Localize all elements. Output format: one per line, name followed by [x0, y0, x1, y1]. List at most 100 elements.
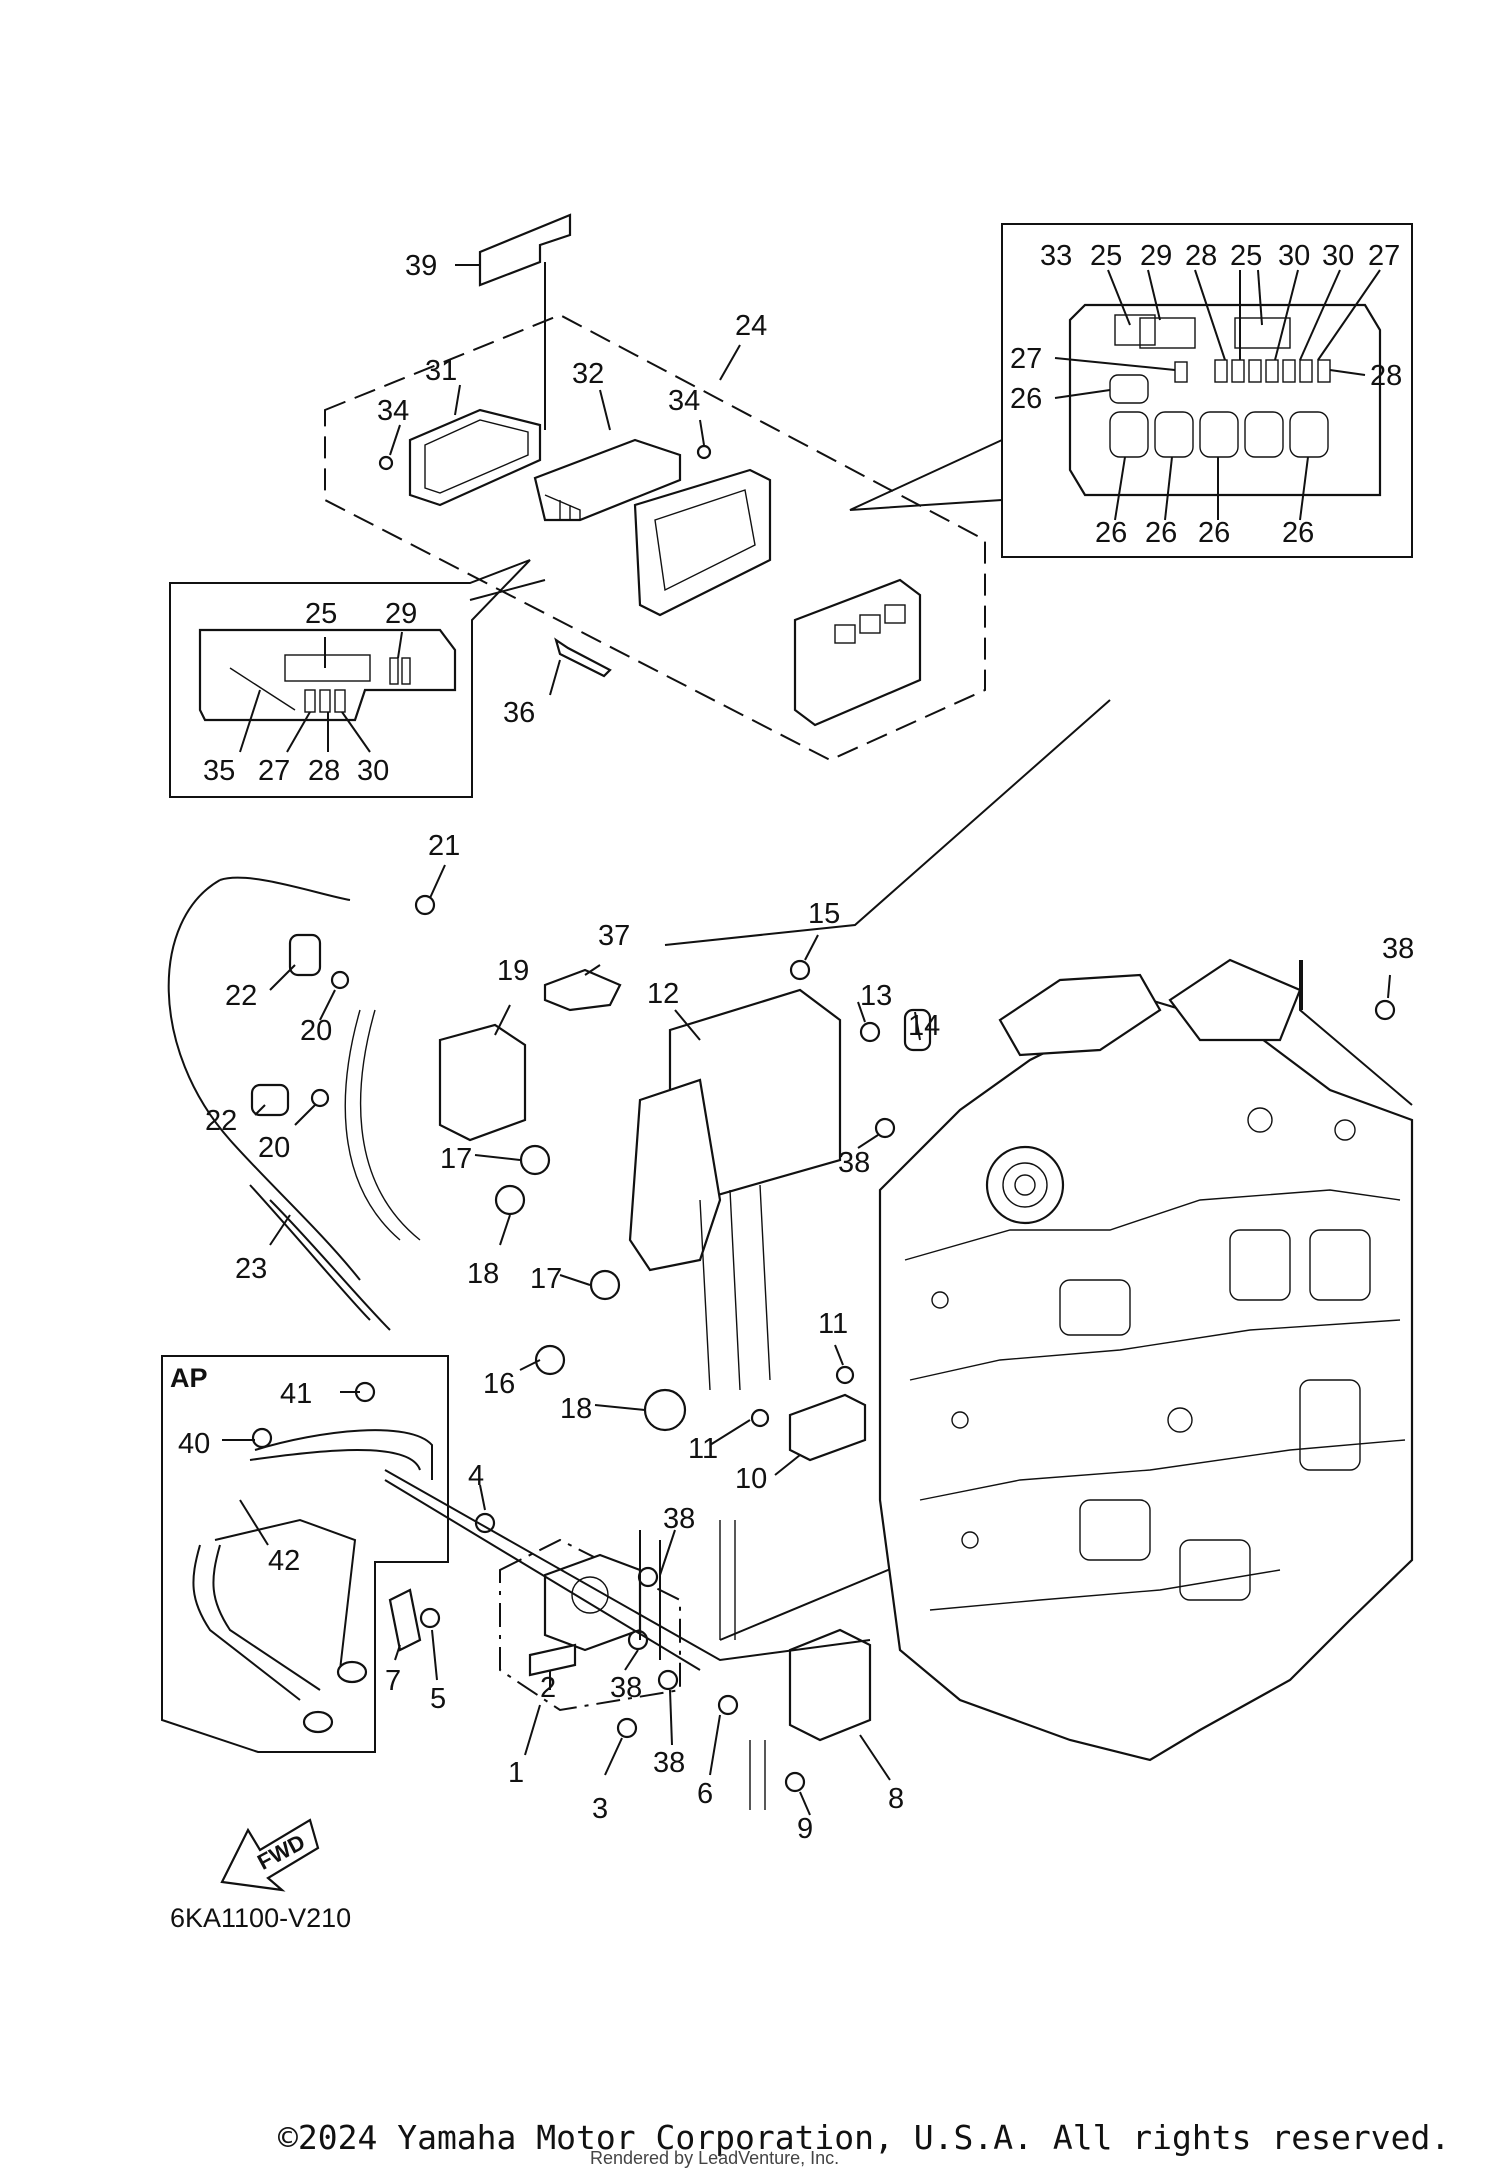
bolt-5: [419, 1607, 441, 1629]
terminal-ring-a: [336, 1660, 368, 1684]
callout-22a: 22: [225, 980, 257, 1012]
callout-27c: 27: [1010, 343, 1042, 375]
callout-18a: 18: [467, 1258, 499, 1290]
callout-17b: 17: [530, 1263, 562, 1295]
bolt-9: [784, 1771, 806, 1793]
callout-20a: 20: [300, 1015, 332, 1047]
callout-24: 24: [735, 310, 767, 342]
callout-7: 7: [385, 1665, 401, 1697]
callout-23: 23: [235, 1253, 267, 1285]
starter-relay-area: [384, 1469, 963, 1816]
right-detail-inset: [849, 223, 1413, 558]
callout-31: 31: [425, 355, 457, 387]
bolt-20b: [310, 1088, 330, 1108]
bolt-21: [414, 894, 436, 916]
bolt-38b: [874, 1117, 896, 1139]
callout-38c: 38: [663, 1503, 695, 1535]
callout-9: 9: [797, 1813, 813, 1845]
bolt-20a: [330, 970, 350, 990]
engine-block: [878, 958, 1414, 1762]
bolt-15: [789, 959, 811, 981]
bolt-40: [251, 1427, 273, 1449]
callout-35: 35: [203, 755, 235, 787]
callout-29a: 29: [385, 598, 417, 630]
bolt-38e: [657, 1669, 679, 1691]
callout-19: 19: [497, 955, 529, 987]
connector-part-22b: [250, 1083, 290, 1117]
callout-26c: 26: [1145, 517, 1177, 549]
callout-34b: 34: [668, 385, 700, 417]
callout-34a: 34: [377, 395, 409, 427]
callout-32: 32: [572, 358, 604, 390]
callout-3: 3: [592, 1793, 608, 1825]
callout-11b: 11: [688, 1433, 718, 1465]
clip-16: [534, 1344, 566, 1376]
left-detail-inset: [169, 559, 531, 798]
fuse-holder-7: [388, 1588, 422, 1652]
relay-part-8: [788, 1628, 872, 1742]
inset-board: [198, 628, 457, 722]
callout-40: 40: [178, 1428, 210, 1460]
callout-42: 42: [268, 1545, 300, 1577]
connector-part-22a: [288, 933, 322, 977]
clip-17b: [589, 1269, 621, 1301]
screw-36: [554, 637, 612, 678]
fwd-arrow-icon: FWD: [220, 1818, 320, 1892]
terminal-block-part-19: [438, 1023, 527, 1142]
bolt-11b: [750, 1408, 770, 1428]
callout-30b: 30: [1278, 240, 1310, 272]
callout-6: 6: [697, 1778, 713, 1810]
screw-34b: [696, 444, 712, 460]
callout-numbers: 39 24 31 32 34 34 36 25 29 35 27 28 30 3…: [178, 240, 1414, 1845]
callout-25a: 25: [305, 598, 337, 630]
callout-5: 5: [430, 1683, 446, 1715]
callout-10: 10: [735, 1463, 767, 1495]
grommet-13: [859, 1021, 881, 1043]
bracket-part-10: [788, 1393, 867, 1462]
callout-38e: 38: [653, 1747, 685, 1779]
wiring-harness-area: [167, 699, 1413, 1476]
inset-fuse-panel: [1068, 303, 1382, 497]
clip-18a: [494, 1184, 526, 1216]
callout-38d: 38: [610, 1672, 642, 1704]
callout-18b: 18: [560, 1393, 592, 1425]
callout-25b: 25: [1090, 240, 1122, 272]
callout-37: 37: [598, 920, 630, 952]
callout-38a: 38: [1382, 933, 1414, 965]
ecu-part-32: [533, 438, 682, 522]
ecm-assembly-group: [324, 213, 986, 762]
callout-39: 39: [405, 250, 437, 282]
callout-12: 12: [647, 978, 679, 1010]
callout-28c: 28: [1370, 360, 1402, 392]
bolt-11a: [835, 1365, 855, 1385]
label-sticker-part-39: [478, 213, 572, 287]
callout-17a: 17: [440, 1143, 472, 1175]
callout-22b: 22: [205, 1105, 237, 1137]
callout-16: 16: [483, 1368, 515, 1400]
grommet-part-37: [543, 968, 622, 1012]
cover-part-31: [408, 408, 542, 507]
callout-21: 21: [428, 830, 460, 862]
bolt-4: [474, 1512, 496, 1534]
callout-13: 13: [860, 980, 892, 1012]
callout-33: 33: [1040, 240, 1072, 272]
copyright-notice: ©2024 Yamaha Motor Corporation, U.S.A. A…: [278, 2118, 1451, 2157]
callout-36: 36: [503, 697, 535, 729]
bolt-3: [616, 1717, 638, 1739]
terminal-ring-b: [302, 1710, 334, 1734]
bolt-6: [717, 1694, 739, 1716]
callout-14: 14: [908, 1010, 940, 1042]
callout-28b: 28: [1185, 240, 1217, 272]
callout-38b: 38: [838, 1147, 870, 1179]
callout-26e: 26: [1282, 517, 1314, 549]
ap-inset-label: AP: [170, 1363, 208, 1393]
mount-plate: [628, 1078, 722, 1272]
callout-26b: 26: [1095, 517, 1127, 549]
clip-17a: [519, 1144, 551, 1176]
callout-30c: 30: [1322, 240, 1354, 272]
bolt-38c: [637, 1566, 659, 1588]
callout-27a: 27: [258, 755, 290, 787]
callout-20b: 20: [258, 1132, 290, 1164]
rendered-by-credit: Rendered by LeadVenture, Inc.: [590, 2148, 840, 2168]
